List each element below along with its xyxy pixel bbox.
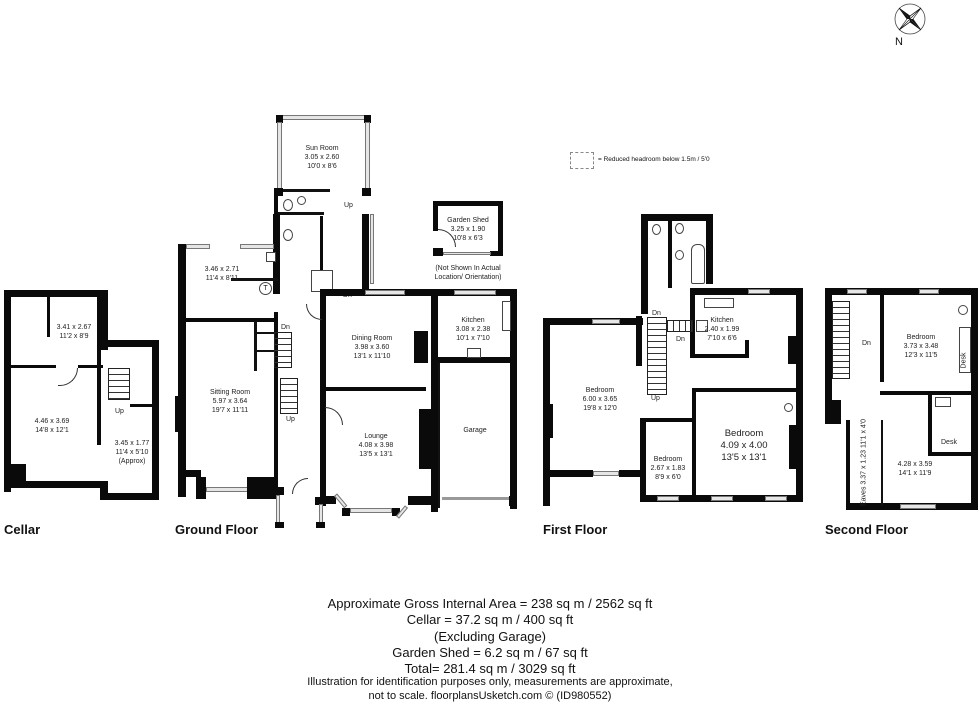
hob-icon xyxy=(467,348,481,358)
ground-stairs-down xyxy=(274,332,292,368)
front-door xyxy=(292,478,308,494)
kitchen-sink-icon xyxy=(502,301,511,331)
second-sink-icon xyxy=(935,397,951,407)
garage-label: Garage xyxy=(463,427,487,434)
utility-sink-icon xyxy=(266,252,276,262)
wc-basin-icon xyxy=(297,196,306,205)
area-gross: Approximate Gross Internal Area = 238 sq… xyxy=(327,596,653,611)
first-floor-title: First Floor xyxy=(543,522,608,537)
compass xyxy=(893,2,927,36)
second-basin-icon xyxy=(958,305,968,315)
compass-north-label: N xyxy=(895,36,903,48)
compass-rose-icon xyxy=(894,3,926,35)
dining-room-door xyxy=(306,304,322,320)
area-total: Total= 281.4 sq m / 3029 sq ft xyxy=(404,661,576,676)
cellar-stairs xyxy=(108,368,130,400)
first-dn-label-2: Dn xyxy=(676,336,685,343)
second-floor-stairs xyxy=(832,301,850,379)
reduced-headroom-legend-swatch xyxy=(570,152,594,169)
ground-stairs-up xyxy=(280,378,298,414)
first-toilet-icon-2 xyxy=(675,223,684,234)
water-tank-icon: T xyxy=(259,282,272,295)
cellar-title: Cellar xyxy=(4,522,41,537)
bathtub-icon xyxy=(691,244,705,284)
first-dn-label-1: Dn xyxy=(652,310,661,317)
cellar-stairs-label: Up xyxy=(115,408,124,415)
area-garden-shed: Garden Shed = 6.2 sq m / 67 sq ft xyxy=(392,645,588,660)
first-floor-stairs xyxy=(647,317,667,395)
eaves-label: Eaves 3.37 x 1.23 11'1 x 4'0 xyxy=(860,418,868,507)
first-bedroom-basin-icon xyxy=(784,403,793,412)
lounge-door xyxy=(325,407,343,425)
disclaimer-line-2: not to scale. floorplansUsketch.com © (I… xyxy=(368,690,612,702)
second-floor-title: Second Floor xyxy=(825,522,909,537)
first-kitchen-hob-icon xyxy=(696,320,708,332)
desk-1 xyxy=(959,327,971,373)
first-basin-icon xyxy=(675,250,684,260)
area-excluding-garage: (Excluding Garage) xyxy=(434,629,546,644)
wc-toilet-icon xyxy=(283,199,293,211)
first-kitchen-sink-icon xyxy=(704,298,734,308)
shower-room-toilet-icon xyxy=(283,229,293,241)
desk-1-label: Desk xyxy=(960,352,968,369)
ground-floor-title: Ground Floor xyxy=(175,522,259,537)
disclaimer-line-1: Illustration for identification purposes… xyxy=(307,676,673,688)
first-toilet-icon-1 xyxy=(652,224,661,235)
reduced-headroom-legend-text: = Reduced headroom below 1.5m / 5'0 xyxy=(598,156,710,163)
ground-up-label-2: Up xyxy=(286,416,295,423)
first-floor-stairs-landing xyxy=(667,320,693,332)
desk-2-label: Desk xyxy=(941,439,957,446)
second-dn-label: Dn xyxy=(862,340,871,347)
first-up-label: Up xyxy=(651,395,660,402)
ground-up-label-1: Up xyxy=(344,202,353,209)
ground-dn-label-2: Dn xyxy=(281,324,290,331)
area-cellar: Cellar = 37.2 sq m / 400 sq ft xyxy=(406,612,574,627)
